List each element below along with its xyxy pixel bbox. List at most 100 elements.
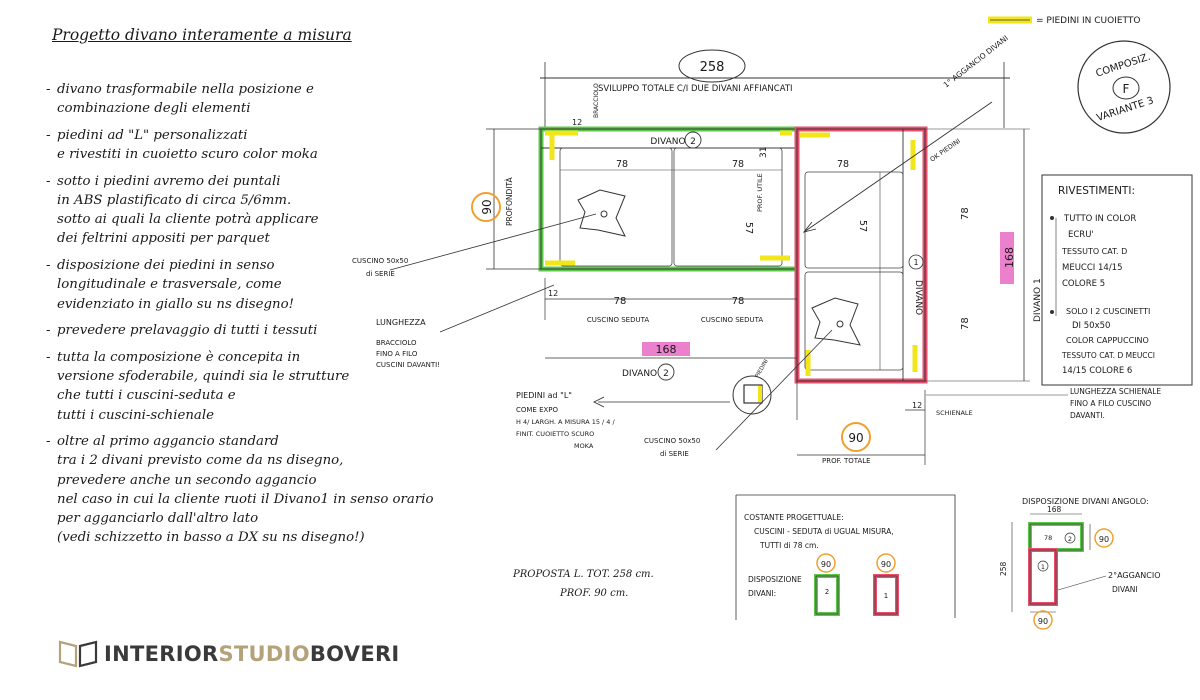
mini-d1: 1 — [1041, 563, 1045, 571]
dimension-right: 168 DIVANO 1 — [925, 128, 1043, 382]
logo-text-interior: INTERIOR — [104, 642, 219, 666]
disposizione-line-2: DIVANI: — [748, 589, 776, 598]
list-item: disposizione dei piedini in senso longit… — [46, 256, 486, 314]
costante-title: COSTANTE PROGETTUALE: — [744, 513, 844, 522]
disposizione-line-1: DISPOSIZIONE — [748, 575, 802, 584]
list-item: oltre al primo aggancio standard tra i 2… — [46, 432, 486, 547]
riv-line-3: TESSUTO CAT. D — [1061, 247, 1127, 256]
legend-text: = PIEDINI IN CUOIETTO — [1036, 16, 1140, 26]
annotation-schienale: LUNGHEZZA SCHIENALE FINO A FILO CUSCINO … — [926, 387, 1161, 420]
riv-line-5: COLORE 5 — [1062, 279, 1105, 289]
dim-78-c: 78 — [837, 159, 849, 170]
dim-168-small: 168 — [1047, 505, 1062, 514]
dimension-bottom-sofa2: 12 78 78 CUSCINO SEDUTA CUSCINO SEDUTA 1… — [544, 278, 798, 420]
schienale-label: SCHIENALE — [936, 409, 973, 417]
profondita-label: PROFONDITÀ — [505, 177, 514, 226]
cuscino-seduta-1: CUSCINO SEDUTA — [587, 316, 649, 324]
riv-line-1: TUTTO IN COLOR — [1063, 214, 1136, 224]
costante-line-1: CUSCINI - SEDUTA di UGUAL MISURA, — [754, 527, 894, 536]
dimension-bottom-sofa1: 90 PROF. TOTALE 12 SCHIENALE — [797, 390, 973, 465]
mini-78: 78 — [1044, 534, 1052, 542]
fint-cuoietto-label: FINIT. CUOIETTO SCURO — [516, 430, 594, 438]
compo-line2: VARIANTE 3 — [1095, 95, 1155, 124]
proposta-line-1: PROPOSTA L. TOT. 258 cm. — [512, 569, 654, 580]
di-serie-label: di SERIE — [366, 270, 395, 278]
dim-57-a: 57 — [743, 222, 754, 234]
annotation-lunghezza: LUNGHEZZA BRACCIOLO FINO A FILO CUSCINI … — [376, 284, 555, 369]
riv-line-10: 14/15 COLORE 6 — [1062, 366, 1132, 376]
dim-168-right: 168 — [1003, 247, 1016, 268]
rivestimenti-box: RIVESTIMENTI: TUTTO IN COLOR ECRU' TESSU… — [1041, 174, 1193, 386]
lunghezza-label: LUNGHEZZA — [376, 318, 426, 327]
riv-line-7: DI 50x50 — [1072, 321, 1110, 331]
dim-78-d1b: 78 — [960, 317, 971, 330]
list-item: piedini ad "L" personalizzati e rivestit… — [46, 126, 486, 164]
bracciolo-label: BRACCIOLO — [593, 83, 600, 118]
di-serie-2-label: di SERIE — [660, 450, 689, 458]
logo-text-boveri: BOVERI — [309, 642, 400, 666]
aggancio-arrow — [802, 101, 993, 233]
logo-text-studio: STUDIO — [218, 642, 310, 666]
dim-12-b: 12 — [548, 289, 558, 298]
dim-78-bottom-2: 78 — [732, 296, 745, 307]
proposta-text: PROPOSTA L. TOT. 258 cm. PROF. 90 cm. — [512, 569, 654, 599]
dim-57-b: 57 — [857, 220, 868, 232]
dim-258-small: 258 — [999, 561, 1008, 576]
list-item: sotto i piedini avremo dei puntali in AB… — [46, 172, 486, 249]
dim-78-d1a: 78 — [960, 207, 971, 220]
dim-90-bottom: 90 — [848, 431, 863, 445]
dim-90-left: 90 — [480, 199, 494, 214]
fino-filo-label: FINO A FILO — [376, 350, 418, 358]
secondo-aggancio-label: 2°AGGANCIO — [1108, 571, 1161, 580]
legend: = PIEDINI IN CUOIETTO — [988, 16, 1140, 26]
rivestimenti-title: RIVESTIMENTI: — [1058, 185, 1135, 197]
list-item: prevedere prelavaggio di tutti i tessuti — [46, 321, 486, 340]
prof-totale-label: PROF. TOTALE — [822, 457, 871, 465]
riv-line-2: ECRU' — [1068, 230, 1094, 240]
riv-line-6: SOLO I 2 CUSCINETTI — [1066, 307, 1150, 316]
moka-label: MOKA — [574, 442, 594, 450]
larg-misura-label: H 4/ LARGH. A MISURA 15 / 4 / — [516, 418, 616, 426]
divano2-label: DIVANO — [650, 137, 685, 147]
dim-31: 31 — [759, 147, 769, 158]
cuscino-serie-2-label: CUSCINO 50x50 — [644, 437, 700, 445]
prof-utile-label: PROF. UTILE — [756, 173, 764, 212]
annotation-cuscino: CUSCINO 50x50 di SERIE — [352, 213, 597, 278]
divano2-bottom-label: DIVANO — [622, 369, 657, 379]
proposta-line-2: PROF. 90 cm. — [559, 588, 628, 599]
lunghezza-schienale-label: LUNGHEZZA SCHIENALE — [1070, 387, 1161, 396]
riv-line-8: COLOR CAPPUCCINO — [1066, 336, 1149, 345]
logo-icon — [58, 640, 98, 668]
list-item: divano trasformabile nella posizione e c… — [46, 80, 486, 118]
compo-letter: F — [1123, 82, 1130, 96]
dimension-depth-left: 90 PROFONDITÀ — [471, 128, 541, 270]
divano1-vertical-label: DIVANO 1 — [1033, 278, 1043, 322]
costante-box: COSTANTE PROGETTUALE: CUSCINI - SEDUTA d… — [735, 494, 956, 620]
costante-line-2: TUTTI di 78 cm. — [759, 541, 819, 550]
riv-line-4: MEUCCI 14/15 — [1062, 263, 1123, 273]
divano2-number: 2 — [690, 137, 696, 147]
angolo-title: DISPOSIZIONE DIVANI ANGOLO: — [1022, 497, 1149, 506]
cuscini-davanti-label: CUSCINI DAVANTI! — [376, 361, 440, 369]
dimension-total: 258 SVILUPPO TOTALE C/I DUE DIVANI AFFIA… — [540, 33, 1010, 128]
sviluppo-label: SVILUPPO TOTALE C/I DUE DIVANI AFFIANCAT… — [598, 84, 793, 94]
angolo-sketch: DISPOSIZIONE DIVANI ANGOLO: 168 258 78 2… — [999, 497, 1161, 630]
dim-12-c: 12 — [912, 401, 922, 410]
dim-90-small-right: 90 — [1099, 535, 1109, 544]
brand-logo: INTERIORSTUDIOBOVERI — [58, 638, 400, 670]
cuscino-serie-label: CUSCINO 50x50 — [352, 257, 408, 265]
divano1-number: 1 — [913, 258, 918, 267]
divano2-bottom-number: 2 — [663, 369, 669, 379]
divani-label: DIVANI — [1112, 585, 1138, 594]
aggancio-label: 1° AGGANCIO DIVANI — [942, 33, 1010, 89]
mini-90-a: 90 — [821, 560, 831, 569]
davanti-label: DAVANTI. — [1070, 411, 1105, 420]
dim-168-bottom: 168 — [656, 343, 677, 356]
dim-78-b: 78 — [732, 159, 744, 170]
annotation-cuscino-2: CUSCINO 50x50 di SERIE — [644, 329, 833, 458]
dim-12-a: 12 — [572, 118, 582, 127]
dim-78-bottom-1: 78 — [614, 296, 627, 307]
piedini-small-label: PIEDINI — [755, 358, 770, 379]
ok-piedini-label: OK PIEDINI — [929, 137, 962, 164]
dim-total-value: 258 — [700, 60, 725, 75]
